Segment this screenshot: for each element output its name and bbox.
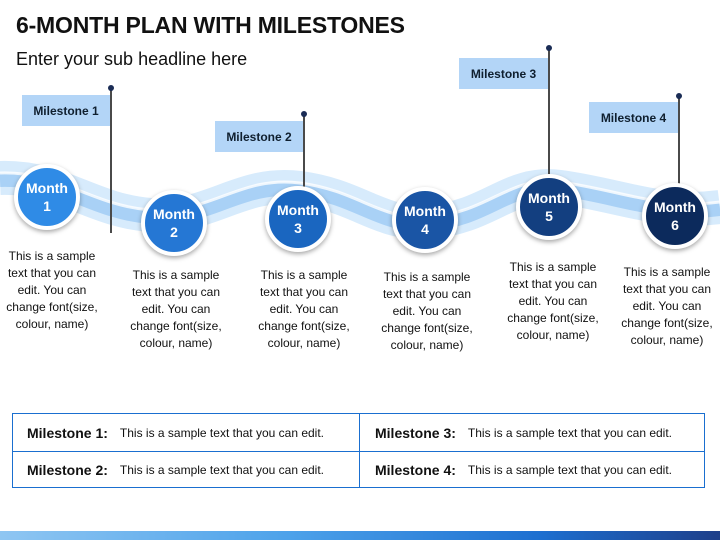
milestone-2-flag: Milestone 2 xyxy=(215,121,303,152)
month-4-circle: Month 4 xyxy=(392,187,458,253)
table-cell-milestone-3: Milestone 3: This is a sample text that … xyxy=(375,414,705,451)
month-6-circle: Month 6 xyxy=(642,183,708,249)
table-value-milestone-3: This is a sample text that you can edit. xyxy=(467,425,673,440)
month-2-circle: Month 2 xyxy=(141,190,207,256)
month-5-label: Month 5 xyxy=(528,190,570,224)
month-5-description: This is a sample text that you can edit.… xyxy=(507,260,599,342)
milestone-3-pole-dot xyxy=(546,45,552,51)
month-6-label: Month 6 xyxy=(654,199,696,233)
month-3-label: Month 3 xyxy=(277,202,319,236)
milestone-3-pole xyxy=(548,48,550,188)
milestone-2-pole-dot xyxy=(301,111,307,117)
table-value-milestone-2: This is a sample text that you can edit. xyxy=(119,463,325,477)
milestone-4-flag: Milestone 4 xyxy=(589,102,678,133)
table-key-milestone-1: Milestone 1: xyxy=(27,424,108,441)
month-1-circle: Month 1 xyxy=(14,164,80,230)
month-4-label: Month 4 xyxy=(404,203,446,237)
table-key-milestone-3: Milestone 3: xyxy=(375,424,456,441)
page-subtitle: Enter your sub headline here xyxy=(16,49,248,69)
table-cell-milestone-4: Milestone 4: This is a sample text that … xyxy=(375,452,705,488)
table-key-milestone-2: Milestone 2: xyxy=(27,462,108,478)
table-key-milestone-4: Milestone 4: xyxy=(375,462,456,478)
timeline-wave xyxy=(0,160,720,240)
wave-band-highlight xyxy=(0,171,720,219)
table-divider-vertical xyxy=(359,414,360,487)
month-6-description: This is a sample text that you can edit.… xyxy=(621,265,713,347)
milestone-4-pole xyxy=(678,96,680,196)
month-1-label: Month 1 xyxy=(26,180,68,214)
month-5-circle: Month 5 xyxy=(516,174,582,240)
month-3-circle: Month 3 xyxy=(265,186,331,252)
month-2-label: Month 2 xyxy=(153,206,195,240)
month-2-description: This is a sample text that you can edit.… xyxy=(130,268,222,350)
milestone-table: Milestone 1: This is a sample text that … xyxy=(12,413,705,488)
table-value-milestone-1: This is a sample text that you can edit. xyxy=(119,425,325,440)
footer-gradient-bar xyxy=(0,531,720,540)
month-1-description: This is a sample text that you can edit.… xyxy=(6,249,98,331)
month-4-description: This is a sample text that you can edit.… xyxy=(381,270,473,352)
table-value-milestone-4: This is a sample text that you can edit. xyxy=(467,463,673,477)
table-divider-horizontal xyxy=(13,451,704,452)
milestone-1-pole xyxy=(110,88,112,233)
milestone-2-pole xyxy=(303,114,305,214)
table-cell-milestone-1: Milestone 1: This is a sample text that … xyxy=(27,414,357,451)
table-cell-milestone-2: Milestone 2: This is a sample text that … xyxy=(27,452,357,488)
milestone-1-flag: Milestone 1 xyxy=(22,95,110,126)
milestone-4-pole-dot xyxy=(676,93,682,99)
month-3-description: This is a sample text that you can edit.… xyxy=(258,268,350,350)
milestone-1-pole-dot xyxy=(108,85,114,91)
page-title: 6-MONTH PLAN WITH MILESTONES xyxy=(16,12,405,38)
milestone-3-flag: Milestone 3 xyxy=(459,58,548,89)
